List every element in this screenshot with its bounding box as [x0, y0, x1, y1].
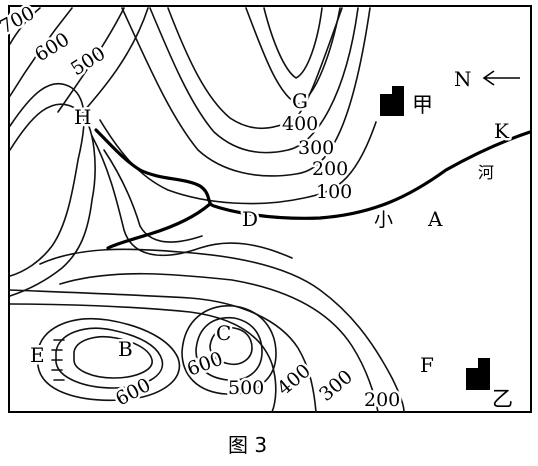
map-frame — [8, 5, 532, 413]
point-label-h: H — [74, 105, 91, 129]
contour-200 — [121, 7, 371, 177]
settlement-jia: 甲 — [380, 86, 433, 117]
contour-lower-3 — [9, 289, 317, 413]
point-label-b: B — [118, 337, 133, 361]
contour-lower-2 — [59, 272, 379, 413]
contour-valley-loop-2 — [103, 149, 203, 243]
river-tributary — [106, 202, 212, 250]
contour-ridge-inner — [9, 82, 85, 277]
settlement-yi-label: 乙 — [492, 387, 513, 411]
point-label-a: A — [427, 207, 443, 231]
contour-c-outer — [181, 305, 277, 395]
river-label-xiao: 小 — [374, 209, 393, 231]
contour-400 — [167, 7, 343, 130]
contour-label-300-right: 300 — [298, 137, 334, 159]
contour-label-400-right: 400 — [282, 113, 318, 135]
north-label: N — [454, 67, 472, 91]
contour-label-400-bottom: 400 — [273, 360, 315, 400]
cliff-hatch-e — [51, 339, 65, 381]
contour-500-top — [57, 7, 125, 113]
point-label-k: K — [494, 119, 510, 143]
contour-label-600-b: 600 — [112, 374, 154, 410]
contour-label-700: 700 — [0, 2, 38, 38]
settlement-yi-icon — [466, 358, 490, 390]
point-label-e: E — [30, 343, 45, 367]
contour-b-mid — [55, 327, 164, 389]
contour-lower-1 — [39, 248, 405, 413]
contour-lower-4 — [9, 303, 277, 413]
contour-c-mid — [195, 317, 263, 381]
contour-g-inner — [263, 7, 323, 79]
settlement-jia-icon — [380, 86, 404, 116]
point-label-g: G — [292, 89, 308, 113]
north-arrow-icon — [482, 70, 520, 86]
figure-caption: 图 3 — [228, 433, 267, 457]
contour-label-500-top: 500 — [67, 42, 109, 80]
contour-label-600-c: 600 — [184, 348, 226, 381]
contour-valley-loop-1 — [91, 135, 293, 259]
contour-b-outer — [37, 318, 181, 402]
contour-label-300-bottom: 300 — [315, 366, 357, 406]
contour-400-upper — [77, 7, 149, 119]
point-label-d: D — [242, 207, 258, 231]
contour-700 — [9, 7, 41, 45]
settlement-yi: 乙 — [466, 358, 513, 411]
contour-ridge-outer — [9, 103, 96, 297]
river-xiaohe — [94, 128, 532, 220]
contour-label-200-right: 200 — [312, 158, 348, 180]
point-labels: H G D A K B C E F — [28, 87, 513, 380]
north-arrow: N — [454, 67, 520, 91]
point-label-c: C — [216, 321, 231, 345]
contour-label-500-bottom: 500 — [228, 377, 264, 399]
contour-300 — [149, 7, 359, 154]
settlement-jia-label: 甲 — [412, 93, 433, 117]
contour-c-inner — [209, 326, 253, 366]
contour-b-inner — [73, 336, 153, 379]
contour-600-top — [9, 7, 73, 97]
contour-g-mid — [245, 7, 341, 105]
river-label-he: 河 — [478, 163, 494, 182]
point-label-f: F — [420, 353, 434, 377]
contour-label-200-bottom: 200 — [364, 389, 400, 411]
contour-label-100-right: 100 — [316, 181, 352, 203]
